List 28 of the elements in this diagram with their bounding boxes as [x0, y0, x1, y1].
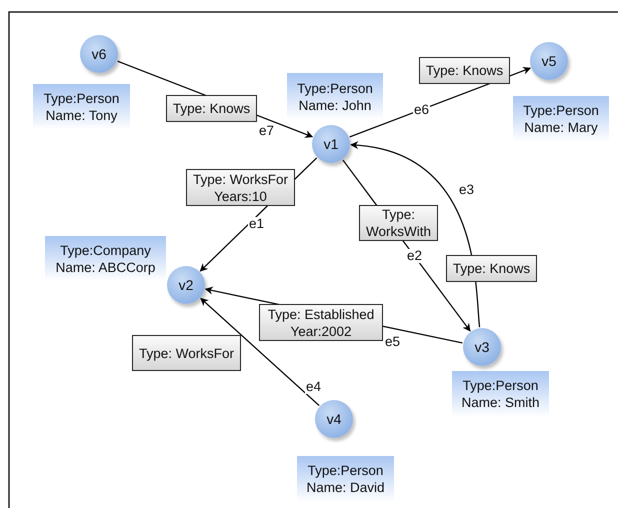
edge-name: e1: [248, 217, 266, 231]
edge-label: Type: Knows: [419, 57, 510, 84]
property-box: Type:Person Name: Smith: [452, 371, 549, 417]
edge-name: e6: [413, 103, 430, 117]
edge-label: Type: WorksWith: [359, 205, 438, 241]
property-box: Type:Person Name: David: [297, 456, 394, 502]
edge-label: Type: WorksFor Years:10: [186, 169, 295, 206]
property-box: Type:Person Name: Tony: [33, 84, 130, 130]
property-box: Type:Company Name: ABCCorp: [45, 236, 166, 281]
label-box: Type: WorksFor: [132, 335, 241, 371]
vertex-circle: v2: [167, 266, 205, 304]
edge-name: e3: [458, 183, 476, 197]
property-box: Type:Person Name: Mary: [513, 96, 609, 142]
vertex-circle: v6: [80, 35, 118, 73]
edge-name: e2: [406, 249, 424, 263]
vertex-circle: v4: [315, 400, 353, 438]
vertex-circle: v1: [312, 125, 350, 163]
edge-name: e5: [384, 335, 402, 349]
vertex-circle: v5: [530, 42, 568, 80]
edge-name: e4: [305, 380, 322, 394]
vertex-circle: v3: [463, 328, 501, 366]
edge-label: Type: Knows: [166, 95, 257, 122]
property-box: Type:Person Name: John: [287, 73, 383, 120]
edge-label: Type: Established Year:2002: [259, 304, 383, 341]
edge-name: e7: [258, 124, 276, 138]
arrow: [200, 298, 320, 406]
arrow: [350, 142, 480, 328]
edge-label: Type: Knows: [446, 255, 537, 282]
